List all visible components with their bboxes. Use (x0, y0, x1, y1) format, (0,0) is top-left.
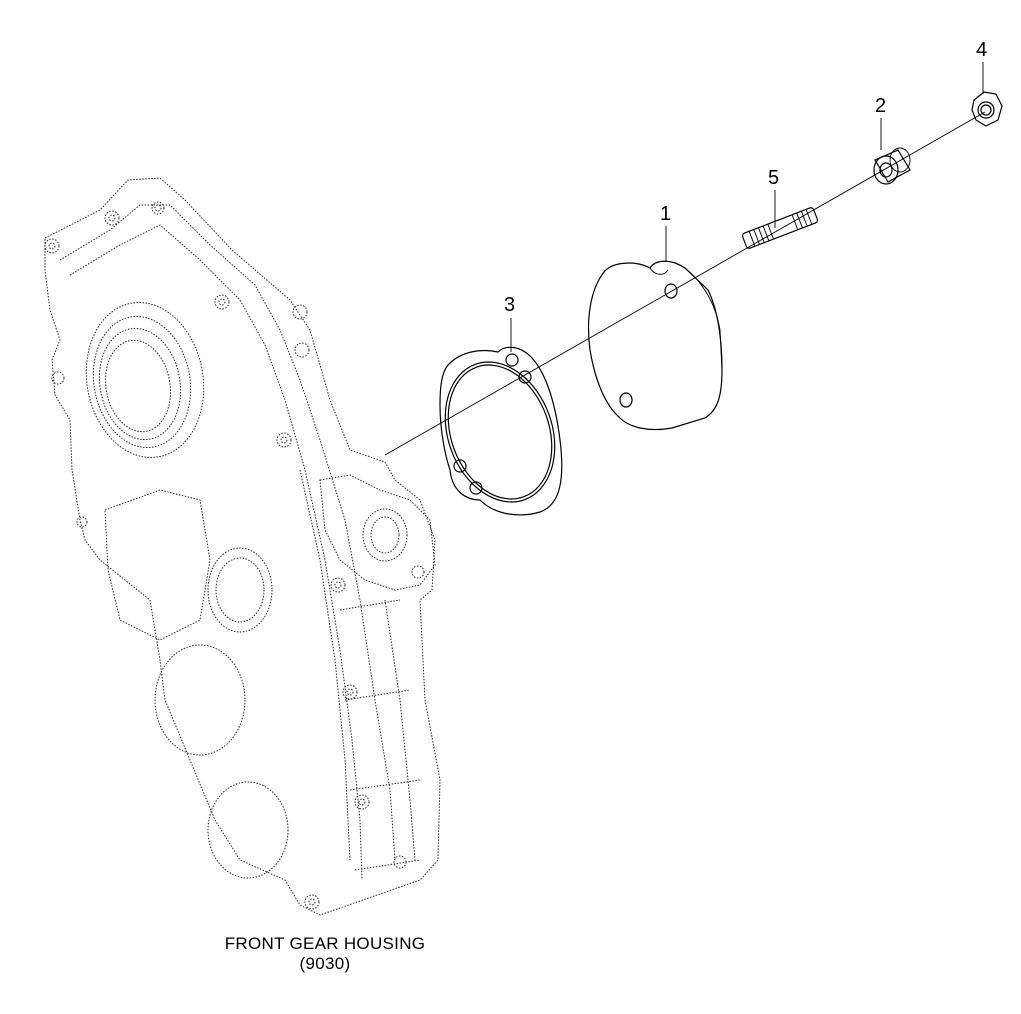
callout-4: 4 (976, 39, 988, 61)
gasket-part-3 (439, 346, 563, 516)
callout-5: 5 (768, 167, 780, 189)
callout-1: 1 (660, 203, 672, 225)
callout-2: 2 (875, 95, 887, 117)
stud-part-5 (741, 207, 819, 249)
housing-caption: FRONT GEAR HOUSING (9030) (200, 934, 450, 974)
front-gear-housing (44, 177, 441, 916)
assembly-center-line (384, 111, 986, 456)
nut-part-4 (971, 91, 1003, 127)
cover-plate-part-1 (587, 260, 723, 431)
housing-caption-part-number: (9030) (299, 954, 351, 973)
callout-3: 3 (504, 294, 516, 316)
spacer-part-2 (873, 147, 911, 185)
housing-caption-title: FRONT GEAR HOUSING (224, 934, 426, 953)
